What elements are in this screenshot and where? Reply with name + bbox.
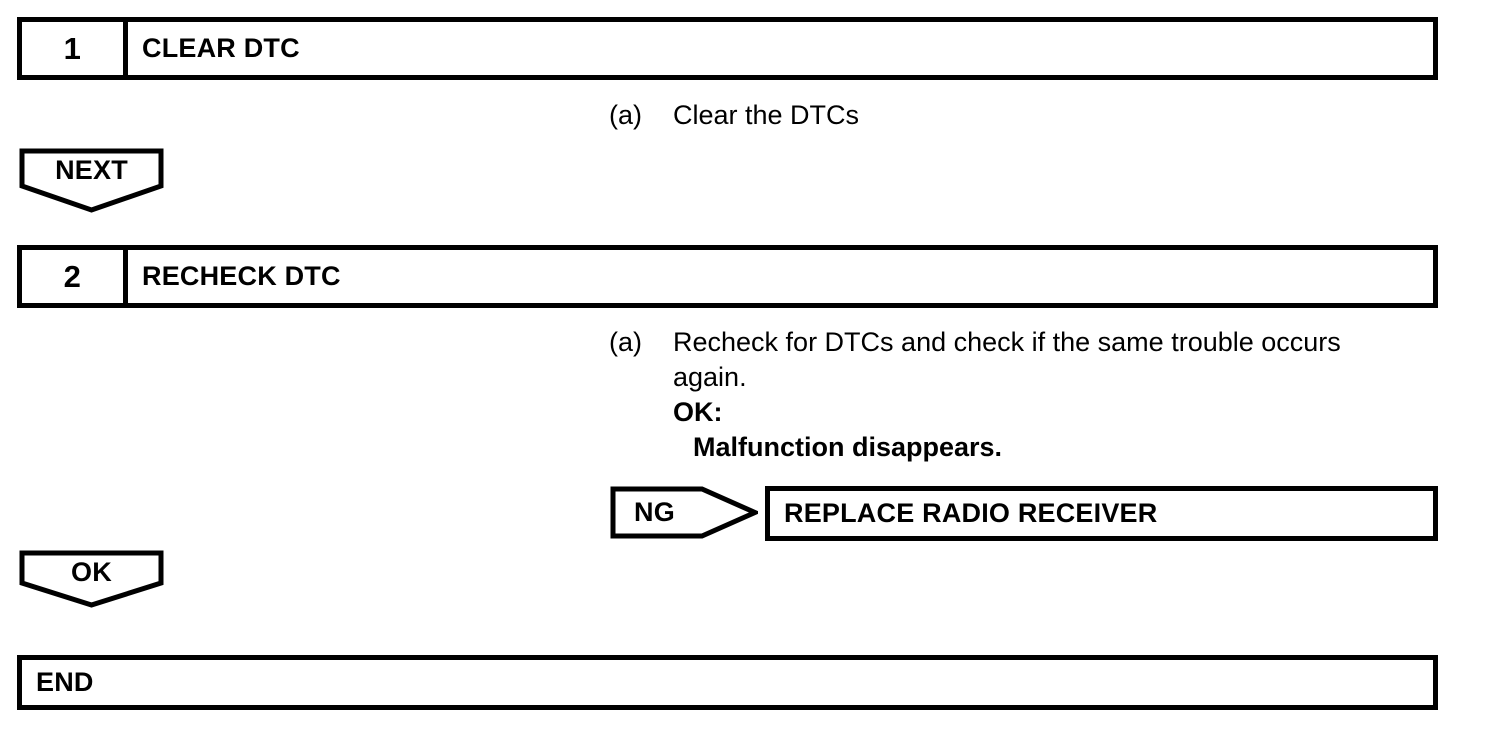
step-title-2: RECHECK DTC bbox=[142, 261, 341, 291]
terminal-box-end[interactable]: END bbox=[17, 655, 1438, 710]
arrow-down-shape bbox=[19, 148, 164, 213]
instruction-ok-label: OK: bbox=[673, 397, 723, 427]
instruction-marker-1a: (a) bbox=[609, 100, 642, 130]
arrow-down-shape bbox=[19, 550, 164, 608]
instruction-line: Recheck for DTCs and check if the same t… bbox=[673, 327, 1341, 357]
arrow-right-shape bbox=[610, 486, 758, 539]
step-2-instruction: (a) Recheck for DTCs and check if the sa… bbox=[609, 325, 1449, 465]
instruction-body-1a: Clear the DTCs bbox=[673, 98, 1439, 133]
step-box-2[interactable]: 2 RECHECK DTC bbox=[17, 245, 1438, 308]
connector-next: NEXT bbox=[19, 148, 164, 213]
step-number-1: 1 bbox=[22, 22, 128, 75]
connector-ng: NG bbox=[610, 486, 758, 539]
step-number-2: 2 bbox=[22, 250, 128, 303]
connector-ok: OK bbox=[19, 550, 164, 608]
step-1-instruction: (a) Clear the DTCs bbox=[609, 98, 1439, 133]
connector-next-label: NEXT bbox=[55, 155, 128, 185]
instruction-line: again. bbox=[673, 362, 747, 392]
instruction-line: Clear the DTCs bbox=[673, 100, 860, 130]
step-box-1[interactable]: 1 CLEAR DTC bbox=[17, 17, 1438, 80]
terminal-box-end-label: END bbox=[36, 667, 94, 697]
result-box-replace-radio-receiver[interactable]: REPLACE RADIO RECEIVER bbox=[765, 486, 1438, 541]
instruction-body-2a: Recheck for DTCs and check if the same t… bbox=[673, 325, 1449, 465]
instruction-marker-2a: (a) bbox=[609, 327, 642, 357]
instruction-ok-criteria: Malfunction disappears. bbox=[693, 432, 1003, 462]
step-title-1: CLEAR DTC bbox=[142, 33, 300, 63]
connector-ng-label: NG bbox=[634, 497, 675, 527]
result-box-replace-label: REPLACE RADIO RECEIVER bbox=[784, 498, 1158, 528]
connector-ok-label: OK bbox=[71, 557, 112, 587]
